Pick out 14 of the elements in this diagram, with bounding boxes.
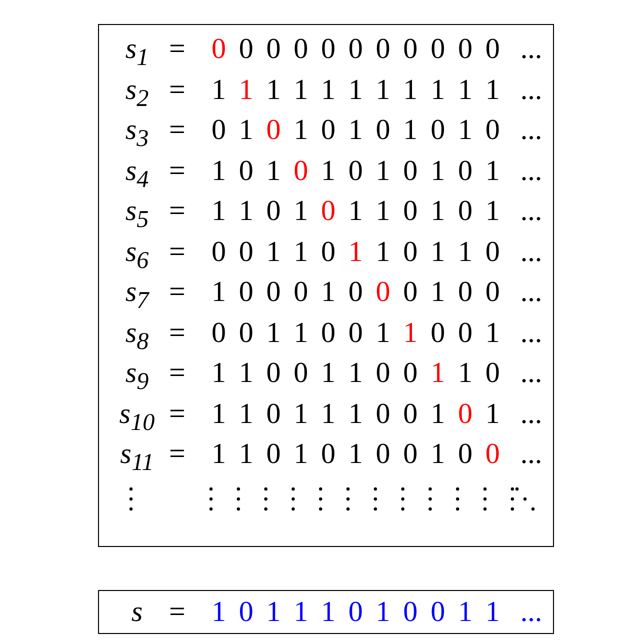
sequence-row-text: s$_{7}$ = 1 0 0 0 1 0 0 0 1 0 0 ...	[124, 275, 544, 312]
sequence-list-box	[98, 24, 554, 547]
sequence-row-text: s$_{3}$ = 0 1 0 1 0 1 0 1 0 1 0 ...	[124, 113, 544, 150]
sequence-row-text: s$_{10}$ = 1 1 0 1 1 1 0 0 1 0 1 ...	[118, 396, 544, 434]
sequence-row-text: s$_{5}$ = 1 1 0 1 0 1 1 0 1 0 1 ...	[124, 194, 544, 231]
diagonal-sequence-box	[98, 590, 554, 634]
sequence-row-text: s$_{4}$ = 1 0 1 0 1 0 1 0 1 0 1 ...	[124, 154, 544, 190]
sequence-row-text: s$_{8}$ = 0 0 1 1 0 0 1 1 0 0 1 ...	[124, 316, 544, 352]
sequence-row-text: s = 1 0 1 1 1 0 1 0 0 1 1 ...	[130, 595, 544, 630]
sequence-row-text: s$_{11}$ = 1 1 0 1 0 1 0 0 1 0 0 ...	[119, 437, 544, 474]
sequence-row-text: s$_{2}$ = 1 1 1 1 1 1 1 1 1 1 1 ...	[124, 72, 544, 110]
sequence-row-text: s$_{9}$ = 1 1 0 0 1 1 0 0 1 1 0 ...	[124, 356, 544, 393]
sequence-row-text: s$_{6}$ = 0 0 1 1 0 1 1 0 1 1 0 ...	[124, 234, 544, 272]
sequence-row-text: s$_{1}$ = 0 0 0 0 0 0 0 0 0 0 0 ...	[124, 32, 544, 69]
